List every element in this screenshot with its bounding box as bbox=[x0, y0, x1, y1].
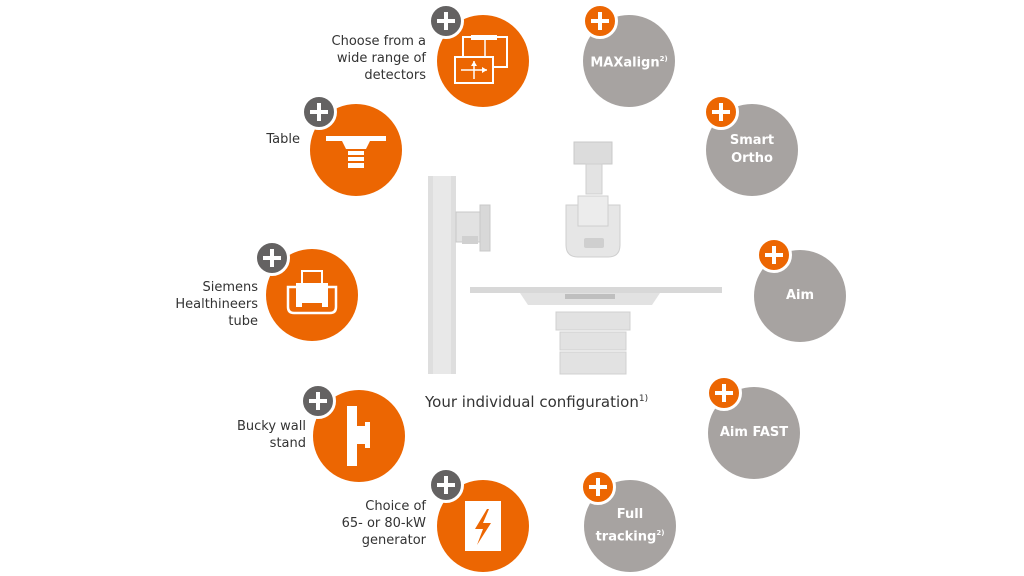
smart-ortho-plus-icon[interactable] bbox=[703, 94, 739, 130]
maxalign-plus-icon[interactable] bbox=[582, 3, 618, 39]
full-tracking-label: Full tracking2) bbox=[595, 506, 665, 545]
aim-plus-icon[interactable] bbox=[756, 237, 792, 273]
tube-label: Siemens Healthineers tube bbox=[175, 280, 258, 329]
generator-bolt-icon bbox=[465, 501, 501, 551]
generator-plus-icon[interactable] bbox=[428, 467, 464, 503]
aim-fast-label: Aim FAST bbox=[719, 425, 789, 440]
tube-icon bbox=[286, 270, 338, 315]
configuration-caption: Your individual configuration1) bbox=[425, 393, 649, 411]
generator-label: Choice of 65- or 80-kW generator bbox=[341, 499, 426, 548]
table-plus-icon[interactable] bbox=[301, 94, 337, 130]
smart-ortho-label: Smart Ortho bbox=[729, 133, 775, 166]
tube-plus-icon[interactable] bbox=[254, 240, 290, 276]
bucky-wall-stand-icon bbox=[347, 406, 370, 466]
detectors-plus-icon[interactable] bbox=[428, 3, 464, 39]
bucky-label: Bucky wall stand bbox=[236, 419, 306, 451]
detectors-label: Choose from a wide range of detectors bbox=[331, 34, 426, 83]
aim-fast-plus-icon[interactable] bbox=[706, 375, 742, 411]
maxalign-label: MAXalign2) bbox=[590, 54, 668, 71]
table-icon bbox=[326, 136, 386, 168]
detector-icon bbox=[454, 35, 508, 84]
full-tracking-plus-icon[interactable] bbox=[580, 469, 616, 505]
bucky-plus-icon[interactable] bbox=[300, 383, 336, 419]
table-label: Table bbox=[266, 132, 300, 147]
aim-label: Aim bbox=[785, 288, 815, 303]
